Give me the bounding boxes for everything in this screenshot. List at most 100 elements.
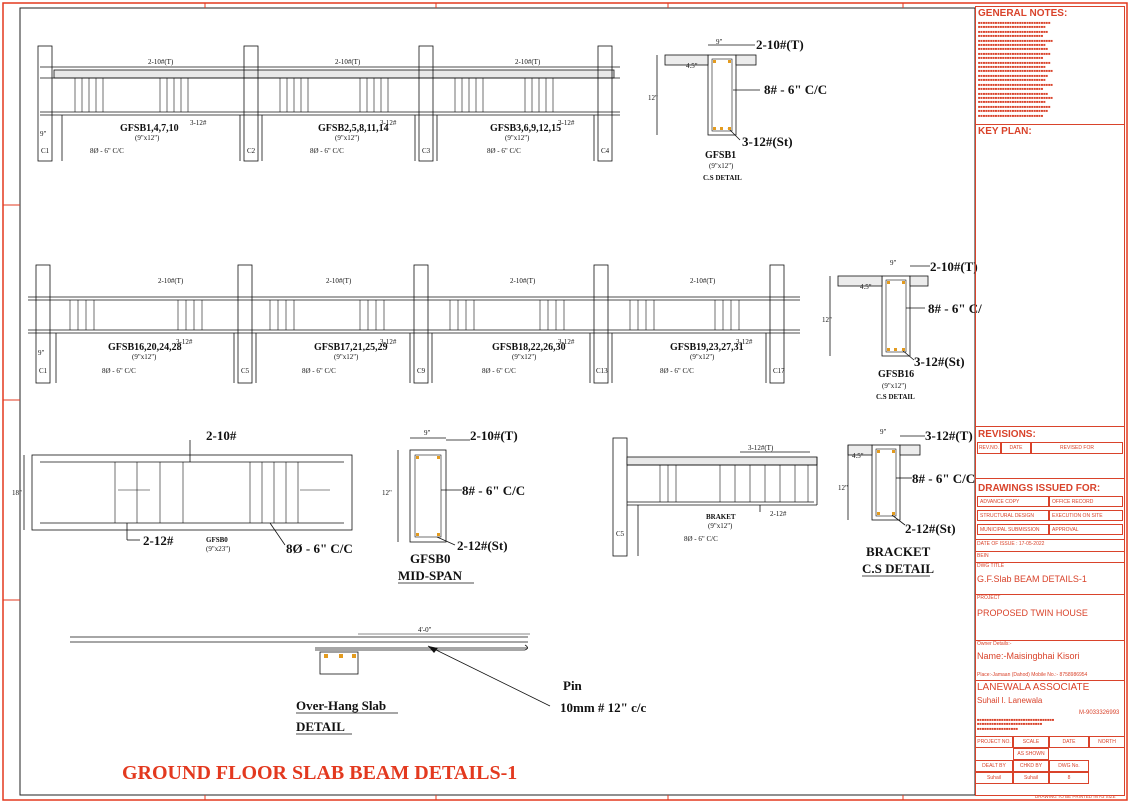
- svg-text:Pin: Pin: [563, 678, 583, 693]
- svg-text:8Ø - 6" C/C: 8Ø - 6" C/C: [310, 147, 344, 155]
- svg-text:8# - 6" C/C: 8# - 6" C/C: [462, 483, 525, 498]
- date-cell: DATE: [1049, 736, 1089, 748]
- svg-text:GFSB18,22,26,30: GFSB18,22,26,30: [492, 342, 566, 353]
- svg-text:C1: C1: [41, 147, 50, 155]
- svg-text:C2: C2: [247, 147, 256, 155]
- svg-text:GFSB2,5,8,11,14: GFSB2,5,8,11,14: [318, 123, 389, 134]
- svg-text:3-12#(St): 3-12#(St): [742, 134, 793, 149]
- scale-value: AS SHOWN: [1013, 748, 1049, 760]
- svg-text:18": 18": [12, 489, 22, 497]
- issued-title: DRAWINGS ISSUED FOR:: [978, 483, 1101, 494]
- svg-text:8Ø - 6" C/C: 8Ø - 6" C/C: [684, 535, 718, 543]
- dwg-no-value: 8: [1049, 772, 1089, 784]
- svg-text:8Ø - 6" C/C: 8Ø - 6" C/C: [286, 541, 353, 556]
- owner-place: Place:-Jamaan (Dahod) Mobile No.:- 87589…: [977, 672, 1088, 678]
- svg-text:2-12#(St): 2-12#(St): [457, 538, 508, 553]
- svg-text:8Ø - 6" C/C: 8Ø - 6" C/C: [90, 147, 124, 155]
- dealt-by-value: Suhail: [975, 772, 1013, 784]
- svg-text:8Ø - 6" C/C: 8Ø - 6" C/C: [482, 367, 516, 375]
- svg-text:9": 9": [890, 259, 897, 267]
- svg-text:(9"x12"): (9"x12"): [709, 162, 734, 170]
- north-cell: NORTH: [1089, 736, 1125, 748]
- svg-text:C.S DETAIL: C.S DETAIL: [876, 393, 915, 401]
- owner-label: Owner Details:-: [977, 641, 1012, 647]
- engineer-mobile: M-9033326993: [1079, 710, 1120, 716]
- project-label: PROJECT: [977, 595, 1001, 601]
- svg-text:3-12#: 3-12#: [380, 338, 397, 346]
- svg-text:(9"x12"): (9"x12"): [690, 353, 715, 361]
- svg-text:(9"x12"): (9"x12"): [882, 382, 907, 390]
- footer-note: DRAWING TO BE PRINTED IN A3 SIZE: [1035, 794, 1116, 799]
- rev-date-header: DATE: [1001, 442, 1031, 454]
- issued-option[interactable]: ADVANCE COPY: [977, 496, 1049, 507]
- owner-name: Name:-Maisingbhai Kisori: [977, 651, 1080, 661]
- issued-option[interactable]: EXECUTION ON SITE: [1049, 510, 1123, 521]
- checked-by-cell: CHKD BY: [1013, 760, 1049, 772]
- key-plan-title: KEY PLAN:: [978, 126, 1032, 137]
- svg-text:C.S DETAIL: C.S DETAIL: [703, 174, 742, 182]
- svg-text:C17: C17: [773, 367, 785, 375]
- beam-row1-elevation: [37, 45, 620, 162]
- svg-text:8# - 6" C/C: 8# - 6" C/C: [912, 471, 975, 486]
- svg-text:BRAKET: BRAKET: [706, 513, 736, 521]
- bein-label: BEIN: [977, 553, 989, 559]
- svg-text:2-10#(T): 2-10#(T): [515, 58, 541, 66]
- svg-text:8Ø - 6" C/C: 8Ø - 6" C/C: [660, 367, 694, 375]
- beam-row2-elevation: [28, 264, 800, 384]
- issued-option[interactable]: MUNICIPAL SUBMISSION: [977, 524, 1049, 535]
- section-gfsb16-labels: 9" 12" 4.5" 2-10#(T) 8# - 6" C/ 3-12#(St…: [822, 259, 982, 401]
- dwg-title-label: DWG TITLE: [977, 563, 1005, 569]
- svg-text:3-12#(T): 3-12#(T): [925, 428, 973, 443]
- svg-text:(9"x12"): (9"x12"): [335, 134, 360, 142]
- svg-text:GFSB16: GFSB16: [878, 369, 914, 380]
- svg-text:9": 9": [880, 428, 887, 436]
- svg-text:12": 12": [648, 94, 658, 102]
- gfsb0-section: [397, 437, 470, 546]
- svg-text:9": 9": [40, 130, 47, 138]
- scale-cell: SCALE: [1013, 736, 1049, 748]
- svg-text:(9"x12"): (9"x12"): [708, 522, 733, 530]
- svg-text:2-10#: 2-10#: [206, 428, 237, 443]
- svg-text:2-10#(T): 2-10#(T): [756, 37, 804, 52]
- issued-option[interactable]: STRUCTURAL DESIGN: [977, 510, 1049, 521]
- section-gfsb16: [829, 265, 930, 361]
- svg-text:3-12#(T): 3-12#(T): [748, 444, 774, 452]
- svg-text:C5: C5: [616, 530, 625, 538]
- project-name: PROPOSED TWIN HOUSE: [977, 608, 1088, 618]
- checked-by-value: Suhail: [1013, 772, 1049, 784]
- svg-text:12": 12": [838, 484, 848, 492]
- svg-text:3-12#: 3-12#: [380, 119, 397, 127]
- drawing-title: GROUND FLOOR SLAB BEAM DETAILS-1: [122, 762, 517, 784]
- svg-text:9": 9": [424, 429, 431, 437]
- svg-text:DETAIL: DETAIL: [296, 719, 345, 734]
- svg-text:C.S DETAIL: C.S DETAIL: [862, 561, 934, 576]
- issued-option[interactable]: OFFICE RECORD: [1049, 496, 1123, 507]
- svg-text:12": 12": [822, 316, 832, 324]
- svg-text:MID-SPAN: MID-SPAN: [398, 568, 463, 583]
- svg-text:GFSB0: GFSB0: [206, 536, 228, 544]
- gfsb0-elevation-labels: 2-10# 2-12# 18" GFSB0 (9"x23") 8Ø - 6" C…: [12, 428, 353, 556]
- section-gfsb1: [656, 44, 760, 141]
- svg-text:(9"x12"): (9"x12"): [135, 134, 160, 142]
- svg-text:GFSB0: GFSB0: [410, 551, 450, 566]
- svg-text:2-10#(T): 2-10#(T): [158, 277, 184, 285]
- svg-text:2-10#(T): 2-10#(T): [335, 58, 361, 66]
- svg-text:2-12#: 2-12#: [770, 510, 787, 518]
- frame-ticks: [3, 3, 904, 800]
- bracket-elevation-labels: 3-12#(T) 2-12# BRAKET (9"x12") 8Ø - 6" C…: [616, 444, 787, 543]
- svg-text:GFSB1,4,7,10: GFSB1,4,7,10: [120, 123, 179, 134]
- dwg-no-cell: DWG No.: [1049, 760, 1089, 772]
- svg-text:(9"x12"): (9"x12"): [334, 353, 359, 361]
- dwg-title: G.F.Slab BEAM DETAILS-1: [977, 574, 1087, 584]
- title-block: GENERAL NOTES: ■■■■■■■■■■■■■■■■■■■■■■■■■…: [975, 6, 1125, 799]
- svg-text:2-10#(T): 2-10#(T): [326, 277, 352, 285]
- svg-text:(9"x12"): (9"x12"): [505, 134, 530, 142]
- bracket-elevation: [612, 437, 818, 557]
- svg-text:8Ø - 6" C/C: 8Ø - 6" C/C: [102, 367, 136, 375]
- svg-text:3-12#: 3-12#: [190, 119, 207, 127]
- issued-option[interactable]: APPROVAL: [1049, 524, 1123, 535]
- svg-text:4.5": 4.5": [686, 62, 698, 70]
- overhang-slab-detail: [70, 633, 551, 707]
- svg-text:2-10#(T): 2-10#(T): [690, 277, 716, 285]
- svg-text:2-12#(St): 2-12#(St): [905, 521, 956, 536]
